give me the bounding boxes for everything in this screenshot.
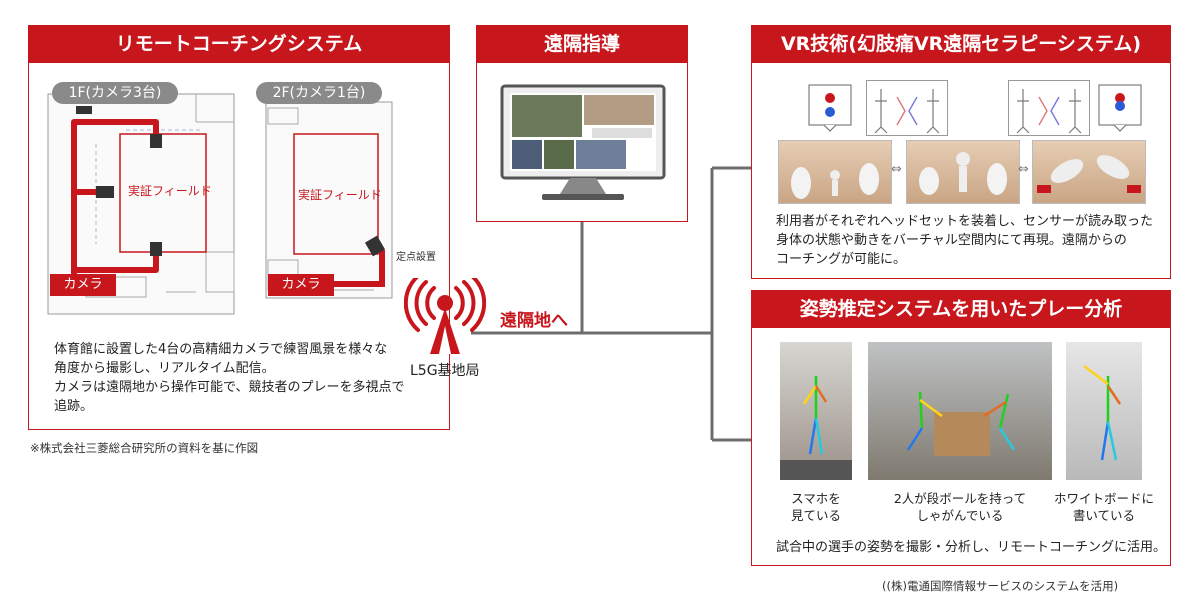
pose-caption-3: ホワイトボードに 書いている xyxy=(1053,491,1154,523)
monitor-icon xyxy=(500,84,666,204)
pose-photo-1 xyxy=(780,342,852,480)
camera-label-floor2: カメラ xyxy=(268,274,334,296)
vr-image-1 xyxy=(778,140,892,204)
pose-caption-2: 2人が段ボールを持って しゃがんでいる xyxy=(893,491,1027,523)
vr-title: VR技術(幻肢痛VR遠隔セラピーシステム) xyxy=(751,25,1171,63)
fixed-point-label: 定点設置 xyxy=(396,252,436,263)
pose-title: 姿勢推定システムを用いたプレー分析 xyxy=(751,290,1171,328)
remote-coaching-title: リモートコーチングシステム xyxy=(28,25,450,63)
vr-image-2 xyxy=(906,140,1020,204)
vr-diagram-left xyxy=(808,84,852,132)
base-station-label: L5G基地局 xyxy=(410,363,480,379)
floor2-plan xyxy=(264,100,394,300)
vr-image-3 xyxy=(1032,140,1146,204)
floor1-label: 1F(カメラ3台) xyxy=(52,82,178,104)
vr-diagram-center xyxy=(866,80,948,136)
credit-note: ((株)電通国際情報サービスのシステムを活用) xyxy=(882,579,1119,593)
floor2-plan-drawing xyxy=(265,101,393,299)
floor2-label: 2F(カメラ1台) xyxy=(256,82,382,104)
vr-description: 利用者がそれぞれヘッドセットを装着し、センサーが読み取った 身体の状態や動きをバ… xyxy=(776,214,1154,267)
vr-diagram-far-right xyxy=(1098,84,1142,132)
pose-caption-1: スマホを 見ている xyxy=(790,491,841,523)
vr-diagram-right-drawing xyxy=(1016,89,1082,134)
antenna-tower-icon xyxy=(403,274,487,358)
vr-diagram-right xyxy=(1008,80,1090,136)
pose-description: 試合中の選手の姿勢を撮影・分析し、リモートコーチングに活用。 xyxy=(776,540,1167,555)
floor2-field-label: 実証フィールド xyxy=(298,188,382,202)
arrow-icon: ⇔ xyxy=(1018,162,1029,177)
camera-label-floor1: カメラ xyxy=(50,274,116,296)
remote-coaching-description: 体育館に設置した4台の高精細カメラで練習風景を様々な 角度から撮影し、リアルタイ… xyxy=(54,342,405,414)
link-label: 遠隔地へ xyxy=(500,311,568,331)
vr-diagram-center-drawing xyxy=(874,89,940,134)
pose-photo-2 xyxy=(868,342,1052,480)
pose-photo-3 xyxy=(1066,342,1142,480)
arrow-icon: ⇔ xyxy=(891,162,902,177)
floor1-field-label: 実証フィールド xyxy=(128,184,212,198)
remote-guidance-title: 遠隔指導 xyxy=(476,25,688,63)
source-note: ※株式会社三菱総合研究所の資料を基に作図 xyxy=(30,441,259,455)
